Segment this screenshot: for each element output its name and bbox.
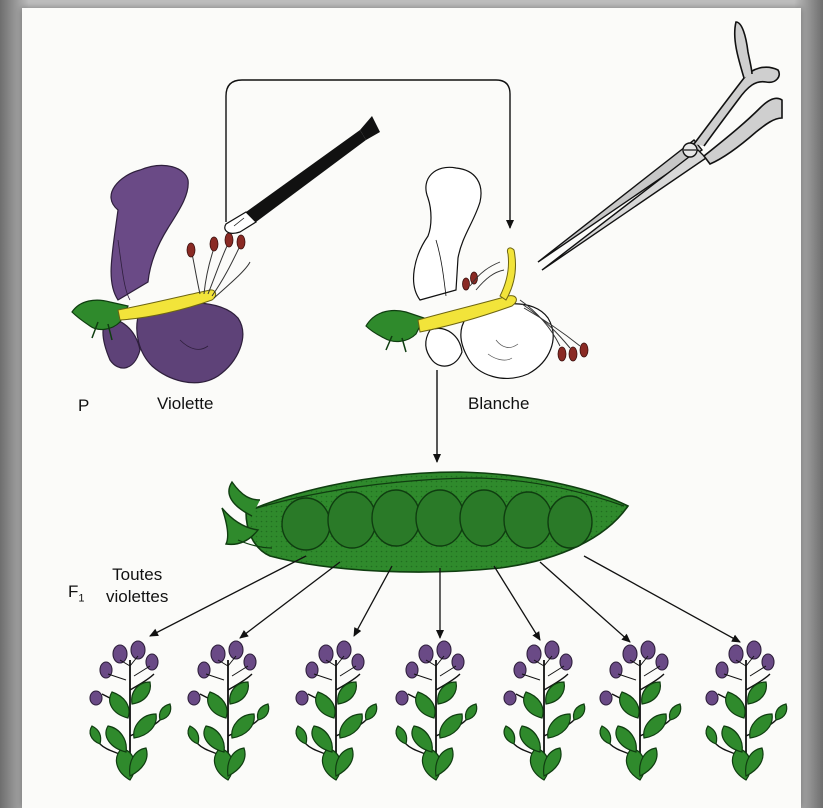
pea-plant-icon <box>90 641 171 780</box>
white-parent-label: Blanche <box>468 394 529 414</box>
white-calyx <box>366 311 424 342</box>
pea-plant-icon <box>396 641 477 780</box>
generation-p-label: P <box>78 396 89 416</box>
pea-plant-icon <box>600 641 681 780</box>
f1-result-label: Toutes violettes <box>106 564 168 608</box>
violet-standard-petal <box>111 165 188 300</box>
violet-parent-label: Violette <box>157 394 213 414</box>
f1-result-line1: Toutes <box>106 564 168 586</box>
pea-plant-icon <box>296 641 377 780</box>
pea-pod-icon <box>222 472 628 572</box>
f1-letter: F <box>68 582 78 601</box>
violet-flower <box>72 165 250 382</box>
white-flower <box>366 167 588 378</box>
pea-plant-icon <box>706 641 787 780</box>
white-stigma <box>500 248 516 300</box>
pea-plant-icon <box>504 641 585 780</box>
f1-result-line2: violettes <box>106 586 168 608</box>
paintbrush-icon <box>225 116 380 233</box>
removed-anthers <box>558 343 588 361</box>
f1-plants <box>90 641 787 780</box>
generation-f1-label: F1 <box>68 582 85 604</box>
f1-subscript: 1 <box>78 592 84 604</box>
scissors-icon <box>538 22 782 270</box>
pea-plant-icon <box>188 641 269 780</box>
